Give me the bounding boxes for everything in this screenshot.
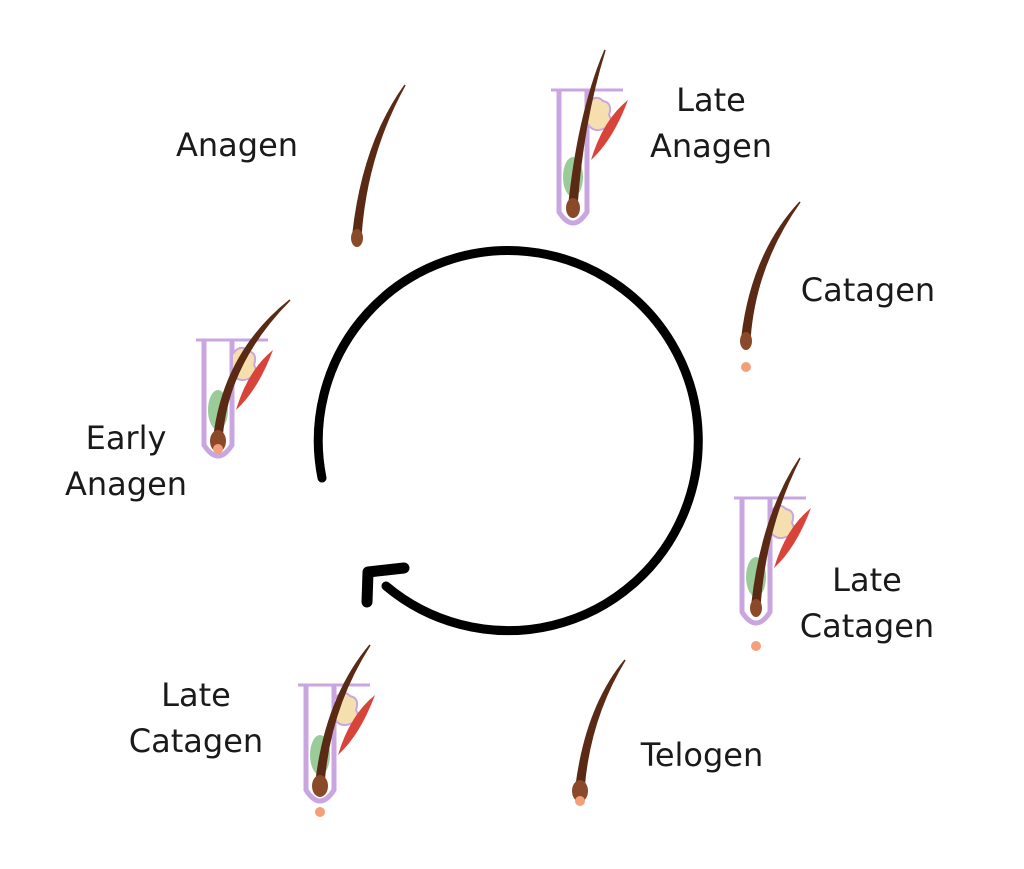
label-catagen: Catagen [800, 271, 936, 309]
cycle-arrowhead [361, 562, 410, 608]
label-telogen: Telogen [640, 736, 764, 774]
hair-late-catagen-left [298, 644, 375, 817]
label-line: Catagen [799, 607, 935, 645]
label-line: Late [832, 561, 902, 599]
dermal-papilla [741, 362, 751, 372]
dermal-papilla [751, 641, 761, 651]
dermal-papilla [213, 444, 223, 454]
hair-catagen [740, 201, 801, 372]
label-line: Late [676, 81, 746, 119]
label-line: Anagen [649, 127, 773, 165]
hair-anagen [351, 84, 406, 247]
arrector-muscle [236, 350, 273, 410]
label-anagen: Anagen [175, 126, 299, 164]
hair-late-anagen [551, 49, 628, 226]
hair-early-anagen [196, 299, 291, 459]
follicle-sheath [303, 685, 337, 804]
sebaceous-gland [586, 96, 612, 132]
label-line: Early [85, 419, 167, 457]
label-line: Catagen [128, 722, 264, 760]
cycle-arrow [313, 246, 703, 636]
hair-bulb [750, 599, 762, 617]
arrector-muscle [591, 100, 628, 160]
hair-bulb [566, 198, 580, 218]
hair-bulb [572, 780, 588, 802]
arrector-muscle [338, 695, 375, 755]
dermal-papilla [575, 796, 585, 806]
hair-shaft [575, 659, 626, 788]
follicle-sheath [201, 340, 235, 459]
hair-bulb [351, 229, 363, 247]
follicle-sheath [739, 498, 773, 626]
hair-shaft [352, 84, 406, 235]
hair-shaft [741, 201, 801, 338]
hair-bulb [740, 332, 752, 350]
hair-telogen [572, 659, 626, 806]
label-line: Late [161, 676, 231, 714]
follicle-sheath [556, 90, 590, 226]
hair-bulb [312, 775, 328, 797]
dermal-papilla [315, 807, 325, 817]
hair-late-catagen-right [734, 457, 811, 651]
arrector-muscle [774, 508, 811, 568]
label-line: Anagen [64, 465, 188, 503]
